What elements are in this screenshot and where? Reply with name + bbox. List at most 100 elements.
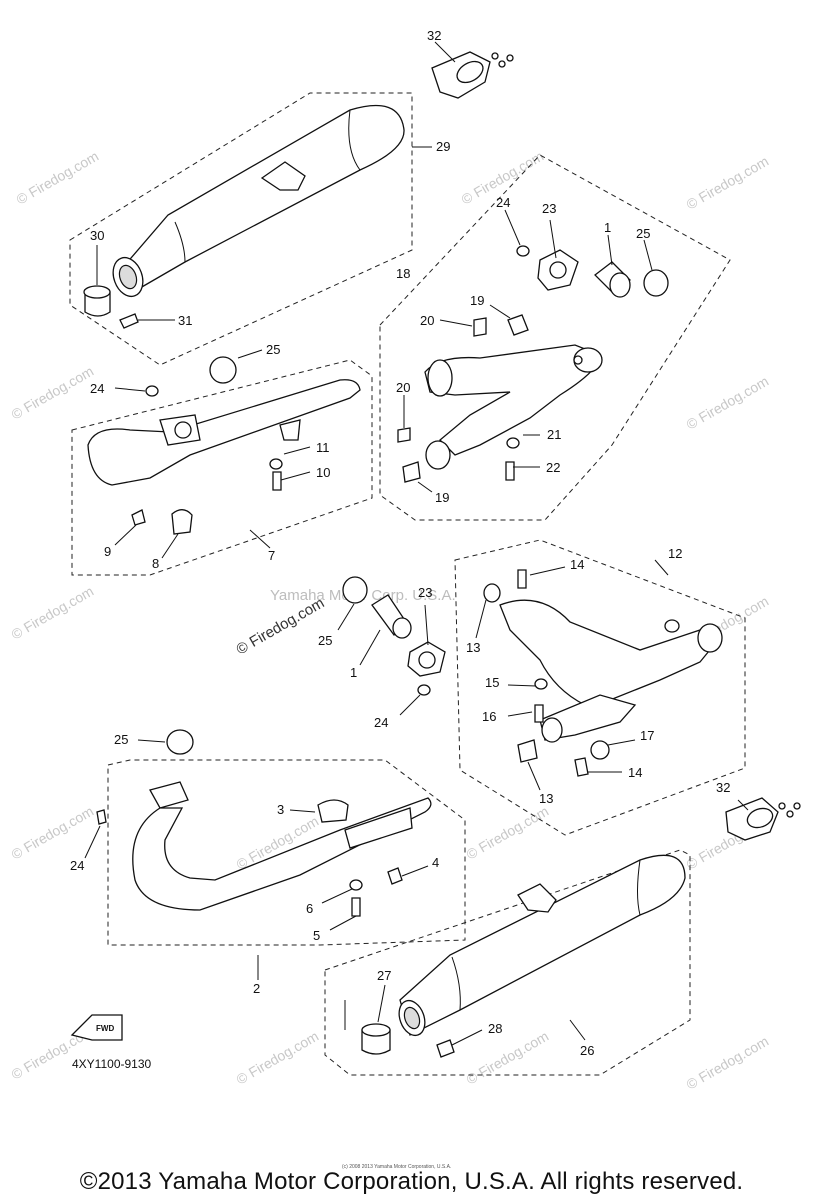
bolt-9 <box>131 509 146 526</box>
group-outline-2 <box>107 759 466 946</box>
sleeve-30 <box>83 285 111 317</box>
callout-15: 15 <box>485 675 499 690</box>
fwd-label: FWD <box>96 1024 114 1033</box>
flange-23-mid <box>407 641 446 677</box>
watermark-site: © Firedog.com <box>14 148 102 208</box>
watermark-site: © Firedog.com <box>9 363 97 423</box>
flange-23-upper <box>537 249 579 291</box>
gasket-25-lower <box>166 729 194 755</box>
front-pipe-2 <box>132 781 432 911</box>
sleeve-8 <box>171 509 193 535</box>
washer-15 <box>534 678 548 690</box>
callout-13: 13 <box>466 640 480 655</box>
bolt-14-lower <box>574 757 589 777</box>
callout-7: 7 <box>268 548 275 563</box>
callout-30: 30 <box>90 228 104 243</box>
washer-21 <box>506 437 520 449</box>
watermark-site: © Firedog.com <box>9 803 97 863</box>
callout-12: 12 <box>668 546 682 561</box>
callout-20: 20 <box>420 313 434 328</box>
washer-6 <box>349 879 363 891</box>
copyright-small: (c) 2008 2013 Yamaha Motor Corporation, … <box>342 1164 452 1170</box>
bolt-4 <box>387 867 403 885</box>
gasket-25-upper-right <box>643 269 669 297</box>
callout-16: 16 <box>482 709 496 724</box>
sleeve-19-lower <box>402 461 421 483</box>
callout-2: 2 <box>253 981 260 996</box>
group-outline-7 <box>71 359 373 576</box>
callout-22: 22 <box>546 460 560 475</box>
callout-19: 19 <box>470 293 484 308</box>
group-outlines <box>69 92 746 1076</box>
sleeve-27 <box>361 1023 391 1055</box>
watermark-site-dark: © Firedog.com <box>234 594 328 658</box>
callout-25: 25 <box>114 732 128 747</box>
callout-13: 13 <box>539 791 553 806</box>
callout-1: 1 <box>350 665 357 680</box>
callout-numbers: 32 29 30 31 24 23 1 25 18 19 20 20 21 22… <box>70 28 730 1058</box>
sleeve-19-upper <box>507 314 529 336</box>
front-pipe-7 <box>87 379 361 486</box>
group-outline-26 <box>324 849 691 1076</box>
watermark-site: © Firedog.com <box>684 373 772 433</box>
callout-24: 24 <box>90 381 104 396</box>
callout-21: 21 <box>547 427 561 442</box>
callout-3: 3 <box>277 802 284 817</box>
diagram-code: 4XY1100-9130 <box>72 1057 152 1071</box>
callout-24: 24 <box>496 195 510 210</box>
rear-lower-pipe-12 <box>499 599 723 743</box>
end-cap-lower <box>725 797 801 841</box>
callout-19: 19 <box>435 490 449 505</box>
bolt-10 <box>272 471 282 491</box>
watermark-site: © Firedog.com <box>464 803 552 863</box>
callout-25: 25 <box>636 226 650 241</box>
gasket-25-mid <box>342 576 368 604</box>
sleeve-13-lower <box>517 739 538 763</box>
callout-25: 25 <box>318 633 332 648</box>
callout-9: 9 <box>104 544 111 559</box>
callout-17: 17 <box>640 728 654 743</box>
muffler-lower <box>398 854 686 1037</box>
gasket-25-upper-left <box>209 356 237 384</box>
leader-lines <box>84 41 749 1046</box>
callout-32: 32 <box>427 28 441 43</box>
washer-11 <box>269 458 283 470</box>
callout-5: 5 <box>313 928 320 943</box>
fwd-arrow-icon: FWD <box>70 1014 123 1041</box>
joint-1-mid <box>371 594 412 639</box>
bolt-31 <box>119 313 139 329</box>
callout-8: 8 <box>152 556 159 571</box>
sleeve-3 <box>317 799 349 823</box>
callout-28: 28 <box>488 1021 502 1036</box>
bolt-28 <box>436 1039 455 1058</box>
callout-24: 24 <box>374 715 388 730</box>
muffler-upper <box>112 104 405 298</box>
nut-24-left <box>145 385 159 397</box>
callout-23: 23 <box>418 585 432 600</box>
group-outline-18 <box>379 154 731 521</box>
callout-1: 1 <box>604 220 611 235</box>
callout-31: 31 <box>178 313 192 328</box>
nut-24-lower <box>96 809 107 825</box>
watermark-site: © Firedog.com <box>684 1033 772 1093</box>
joint-1-upper <box>594 261 631 298</box>
bolt-5 <box>351 897 361 917</box>
bolt-16 <box>534 704 544 723</box>
end-cap-top <box>431 51 514 99</box>
callout-27: 27 <box>377 968 391 983</box>
callout-32: 32 <box>716 780 730 795</box>
bolt-20-lower <box>397 427 411 443</box>
callout-4: 4 <box>432 855 439 870</box>
sleeve-13-upper <box>483 583 501 603</box>
callout-20: 20 <box>396 380 410 395</box>
callout-26: 26 <box>580 1043 594 1058</box>
rear-pipe-18 <box>424 344 603 470</box>
callout-14: 14 <box>570 557 584 572</box>
callout-18: 18 <box>396 266 410 281</box>
watermark-site: © Firedog.com <box>464 1028 552 1088</box>
callout-11: 11 <box>316 440 330 455</box>
watermark-site: © Firedog.com <box>234 1028 322 1088</box>
callout-6: 6 <box>306 901 313 916</box>
nut-24-mid <box>417 684 431 696</box>
